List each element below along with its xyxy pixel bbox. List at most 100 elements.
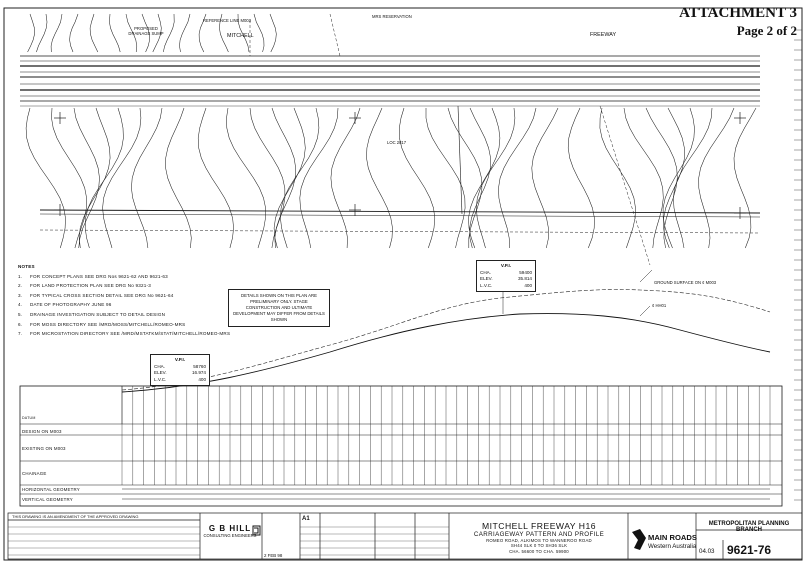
contour <box>273 107 306 249</box>
crosshair <box>734 112 746 124</box>
contour <box>25 107 66 249</box>
label-hh01: ¢ HH01 <box>652 303 667 308</box>
main-roads-logo-icon <box>632 529 646 550</box>
vpi-upper-lvc-label: L.V.C. <box>480 282 493 288</box>
consultant-sub: CONSULTING ENGINEERS <box>203 533 257 538</box>
contour <box>271 107 296 249</box>
vpi-lower-elev: 16.974 <box>191 370 206 376</box>
title-block-frame <box>7 512 803 560</box>
row-design: DESIGN ON M003 <box>22 429 62 434</box>
drawing-subtitle: CARRIAGEWAY PATTERN AND PROFILE <box>473 531 605 538</box>
vpi-lower-title: V.P.I. <box>174 357 186 362</box>
sheet-size: A1 <box>302 516 310 522</box>
notes-title: NOTES <box>18 264 35 269</box>
drawing-chainage: CHA. 56600 TO CHA. 59900 <box>509 548 569 554</box>
note-item: 7. FOR MICROSTATION DIRECTORY SEE /MRD/MS… <box>18 329 248 339</box>
crosshair <box>734 207 746 219</box>
contour <box>109 13 121 53</box>
contour-lines <box>25 13 757 249</box>
contour <box>36 13 48 53</box>
crosshair <box>54 112 66 124</box>
page-indicator: Page 2 of 2 <box>736 23 797 38</box>
label-drainage-sump: PROPOSED DRAINAGE SUMP <box>128 26 164 36</box>
notes-panel: NOTES 1.FOR CONCEPT PLANS SEE DRG Nos 96… <box>18 262 248 339</box>
note-number: 6. <box>18 321 23 327</box>
contour <box>599 107 636 249</box>
contour <box>198 13 207 53</box>
contour <box>89 13 99 53</box>
row-existing: EXISTING ON M003 <box>22 446 66 451</box>
vpi-upper-title: V.P.I. <box>500 263 512 268</box>
contour <box>152 13 162 53</box>
contour <box>219 13 229 53</box>
contour <box>468 107 501 249</box>
crosshair <box>349 112 361 124</box>
vpi-lower-ch: 58760 <box>193 363 206 369</box>
note-number: 7. <box>18 331 23 337</box>
planning-branch: METROPOLITAN PLANNING BRANCH <box>708 521 790 533</box>
note-number: 1. <box>18 273 23 279</box>
label-loc: LOC 2817 <box>387 140 407 145</box>
drawing-title-block: MITCHELL FREEWAY H16 CARRIAGEWAY PATTERN… <box>449 521 629 554</box>
contour <box>623 107 664 249</box>
contour <box>567 107 595 249</box>
region-code: 04.03 <box>699 548 715 555</box>
profile-frame <box>19 385 783 507</box>
amendment-note: THIS DRAWING IS AN AMENDMENT OF THE APPR… <box>12 514 139 519</box>
vpi-upper-ch: 59400 <box>519 269 532 275</box>
label-freeway: FREEWAY <box>590 32 617 38</box>
label-mitchell: MITCHELL <box>227 33 254 39</box>
hh01-leader <box>639 305 651 317</box>
row-vertical: VERTICAL GEOMETRY <box>22 497 73 502</box>
note-item: 2.FOR LAND PROTECTION PLAN SEE DRG No 93… <box>18 281 248 291</box>
note-number: 3. <box>18 292 23 298</box>
contour <box>197 107 234 249</box>
note-text: FOR MICROSTATION DIRECTORY SEE /MRD/MSTA… <box>30 331 231 337</box>
note-text: FOR MOSS DIRECTORY SEE /MRD/MOSS/MITCHEL… <box>30 321 186 327</box>
note-number: 4. <box>18 302 23 308</box>
design-grade-line <box>121 313 771 393</box>
note-text: FOR TYPICAL CROSS SECTION DETAIL SEE DRG… <box>30 292 174 298</box>
drawing-number: 9621-76 <box>727 543 772 557</box>
row-datum: DATUM <box>22 416 36 420</box>
contour <box>399 107 436 249</box>
contour <box>69 13 79 53</box>
note-item: 6. FOR MOSS DIRECTORY SEE /MRD/MOSS/MITCH… <box>18 320 248 330</box>
note-item: 3. FOR TYPICAL CROSS SECTION DETAIL SEE D… <box>18 291 248 301</box>
contour <box>698 107 735 249</box>
contour <box>84 107 124 249</box>
contour <box>299 107 339 249</box>
contour <box>50 13 63 53</box>
row-horizontal: HORIZONTAL GEOMETRY <box>22 487 80 492</box>
vpi-lower-lvc: 400 <box>198 376 206 382</box>
contour <box>141 13 150 53</box>
contour <box>269 13 277 53</box>
label-mrs-reservation: MRS RESERVATION <box>372 14 412 19</box>
contour <box>237 13 250 53</box>
contour <box>27 13 35 53</box>
consultant-block: G B HILL CONSULTING ENGINEERS <box>200 524 260 538</box>
preliminary-detail-note: DETAILS SHOWN ON THIS PLAN ARE PRELIMINA… <box>228 289 330 327</box>
contour <box>102 107 142 249</box>
row-chainage: CHAINAGE <box>22 471 47 476</box>
attachment-header: ATTACHMENT 3 Page 2 of 2 <box>679 4 797 40</box>
freeway-corridor <box>20 55 760 107</box>
contour <box>125 13 138 53</box>
contour <box>366 107 393 249</box>
drawing-location: ROMEO ROAD, ALKIMOS TO WANNEROO ROAD <box>486 538 592 543</box>
drawing-title: MITCHELL FREEWAY H16 <box>481 521 597 531</box>
title-block-grid <box>8 526 449 556</box>
contour <box>531 107 559 249</box>
contour <box>425 108 466 249</box>
note-text: FOR LAND PROTECTION PLAN SEE DRG No 9321… <box>30 283 151 289</box>
note-number: 5. <box>18 311 23 317</box>
vpi-upper-elev-label: ELEV. <box>480 276 493 282</box>
note-text: DRAINAGE INVESTIGATION SUBJECT TO DETAIL… <box>30 311 166 317</box>
contour <box>131 107 163 249</box>
note-item: 4.DATE OF PHOTOGRAPHY JUNE 96 <box>18 300 248 310</box>
contour <box>165 107 192 249</box>
drawing-slk: SH44 SLK 0 TO SH36 SLK <box>510 543 568 549</box>
local-road <box>39 105 761 218</box>
